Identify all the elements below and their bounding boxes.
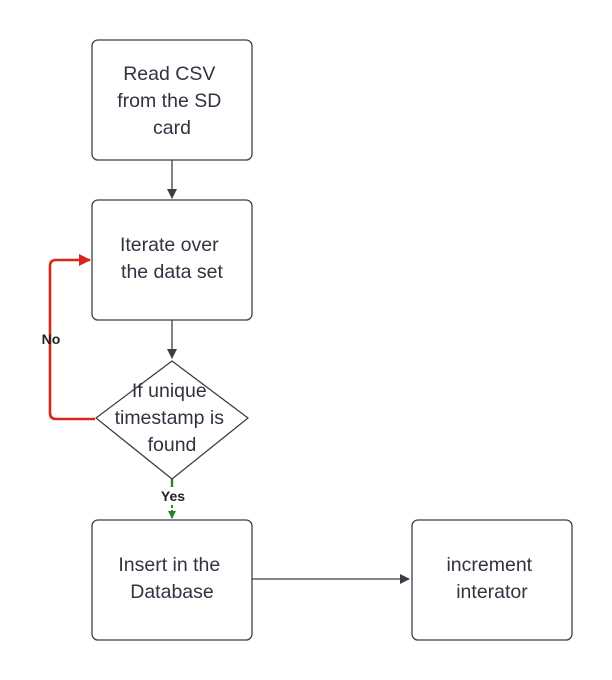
svg-text:Read CSV from the SD: Read CSV from the SD card [117,63,226,139]
node-read-csv[interactable]: Read CSV from the SD card [91,39,253,161]
edge-no-loop [48,254,95,421]
node-increment-line-1: increment [446,554,532,576]
edge-label-yes: Yes [161,488,185,504]
node-increment-line-2: interator [456,581,528,603]
node-increment[interactable]: increment interator [411,519,573,641]
node-decision-line-1: If unique [132,380,207,402]
svg-text:increment interator: increment interator [446,554,537,603]
node-read-csv-line-1: Read CSV [123,63,215,85]
node-iterate[interactable]: Iterate over the data set [91,199,253,321]
node-iterate-line-1: Iterate over [120,234,219,256]
svg-text:If unique timestamp is: If unique timestamp is found [115,380,230,456]
node-read-csv-line-2: from the SD [117,90,221,112]
node-decision-line-2: timestamp is [115,407,225,429]
node-decision-line-3: found [148,434,197,456]
node-insert-line-1: Insert in the [118,554,220,576]
node-read-csv-line-3: card [153,117,191,139]
edge-label-no: No [42,331,61,347]
svg-text:Iterate over the data se: Iterate over the data set [120,234,224,283]
node-decision[interactable]: If unique timestamp is found [95,360,249,480]
svg-text:Insert in the Database: Insert in the Database [118,554,225,603]
node-insert-line-2: Database [130,581,213,603]
node-iterate-line-2: the data set [121,261,223,283]
node-insert[interactable]: Insert in the Database [91,519,253,641]
